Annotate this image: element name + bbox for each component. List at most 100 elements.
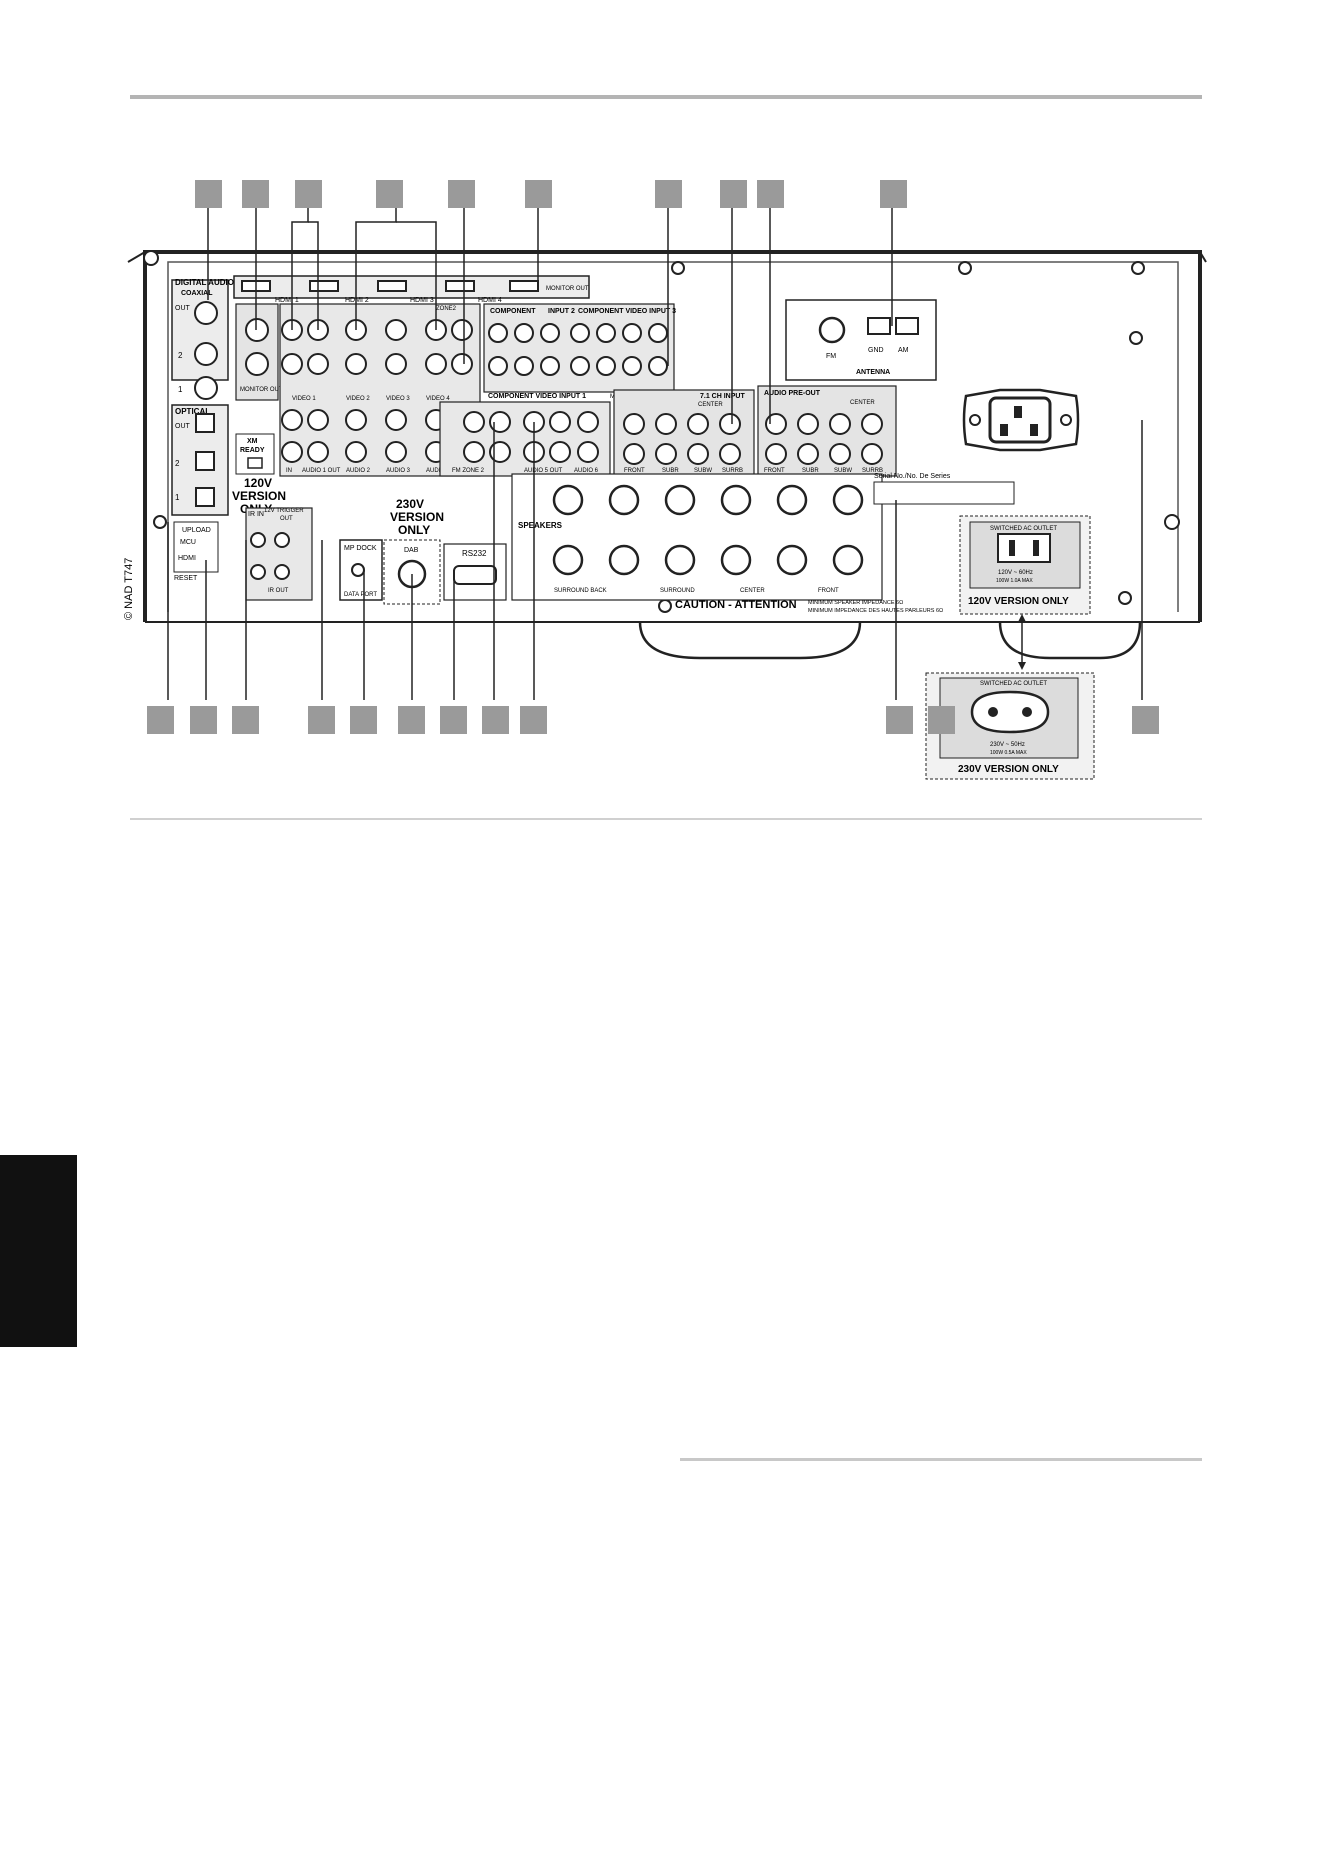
- callout-markers-bottom: [147, 706, 1159, 734]
- optical-label: OPTICAL: [175, 407, 210, 416]
- rating-120-max-label: 100W 1.0A MAX: [996, 578, 1033, 584]
- ch71-subr-label: SUBR: [662, 468, 679, 474]
- dab-label: DAB: [404, 547, 419, 554]
- chassis-screws: [143, 250, 1180, 613]
- reset-label: RESET: [174, 575, 198, 582]
- hdmi-2-label: HDMI 2: [345, 297, 369, 304]
- optical-jacks: [195, 413, 215, 507]
- coax-1-label: 1: [178, 385, 183, 394]
- preout-subw-label: SUBW: [834, 468, 852, 474]
- serial-label: Serial No./No. De Series: [874, 473, 951, 480]
- mp-dock-label: MP DOCK: [344, 545, 377, 552]
- monitor-out-label-left: MONITOR OUT: [240, 387, 283, 393]
- audio-2-label: AUDIO 2: [346, 468, 371, 474]
- rating-120-label: 120V ~ 60Hz: [998, 570, 1033, 576]
- version-120-side-2: VERSION: [232, 489, 286, 503]
- audio-5-out-label: AUDIO 5 OUT: [524, 468, 563, 474]
- left-foot: [638, 621, 862, 660]
- ch71-jacks: [623, 413, 741, 465]
- speakers-label: SPEAKERS: [518, 521, 563, 530]
- audio-preout-label: AUDIO PRE-OUT: [764, 390, 821, 397]
- zone2-label: ZONE2: [436, 306, 457, 312]
- fm-label: FM: [826, 353, 836, 360]
- xm-label: XM: [247, 438, 258, 445]
- column-rule: [680, 1458, 1202, 1461]
- coax-2-label: 2: [178, 351, 183, 360]
- coaxial-jacks: [194, 301, 218, 400]
- switched-outlet-230-label: SWITCHED AC OUTLET: [980, 681, 1047, 687]
- video-3-label: VIDEO 3: [386, 396, 410, 402]
- version-230-label-3: ONLY: [398, 523, 430, 537]
- speaker-front-label: FRONT: [818, 588, 839, 594]
- am-label: AM: [898, 347, 909, 354]
- fm-zone-2-label: FM ZONE 2: [452, 468, 485, 474]
- audio-1-out-label: AUDIO 1 OUT: [302, 468, 341, 474]
- hdmi-1-label: HDMI 1: [275, 297, 299, 304]
- monitor-out-jacks: [245, 318, 269, 376]
- ch71-subw-label: SUBW: [694, 468, 712, 474]
- version-120-side-1: 120V: [244, 476, 272, 490]
- coaxial-label: COAXIAL: [181, 290, 213, 297]
- rs232-label: RS232: [462, 549, 487, 558]
- rear-panel-diagram: DIGITAL AUDIO COAXIAL OUT 2 1 OPTICAL OU…: [123, 180, 1207, 780]
- upload-label: UPLOAD: [182, 527, 211, 534]
- video-1-label: VIDEO 1: [292, 396, 316, 402]
- ch71-center-label: CENTER: [698, 402, 723, 408]
- input-2-label: INPUT 2: [548, 308, 575, 315]
- component-label: COMPONENT: [490, 308, 536, 315]
- section-tab: [0, 1155, 77, 1347]
- video-2-label: VIDEO 2: [346, 396, 370, 402]
- ir-trigger-jacks: [250, 532, 290, 580]
- ir-in-label: IR IN: [248, 511, 264, 518]
- right-foot: [998, 621, 1142, 660]
- preout-jacks: [765, 413, 883, 465]
- ch71-input-label: 7.1 CH INPUT: [700, 393, 745, 400]
- component-jacks: [488, 323, 668, 376]
- ir-out-label: IR OUT: [268, 588, 289, 594]
- preout-subr-label: SUBR: [802, 468, 819, 474]
- optical-2-label: 2: [175, 459, 180, 468]
- trigger-label: 12V TRIGGER: [264, 508, 304, 514]
- mcu-label: MCU: [180, 539, 196, 546]
- version-230-label-1: 230V: [396, 497, 424, 511]
- chassis-inner-outline: [167, 261, 1179, 612]
- coax-out-label: OUT: [175, 305, 191, 312]
- version-120-only-label: 120V VERSION ONLY: [968, 596, 1069, 607]
- video-4-label: VIDEO 4: [426, 396, 450, 402]
- min-impedance-en: MINIMUM SPEAKER IMPEDANCE 6Ω: [808, 600, 903, 606]
- audio-in-label: IN: [286, 468, 292, 474]
- ch71-surrb-label: SURRB: [722, 468, 743, 474]
- ch71-front-label: FRONT: [624, 468, 645, 474]
- divider-rule: [130, 818, 1202, 820]
- version-230-label-2: VERSION: [390, 510, 444, 524]
- xm-ready-label: READY: [240, 447, 265, 454]
- optical-out-label: OUT: [175, 423, 191, 430]
- surround-label: SURROUND: [660, 588, 695, 594]
- gnd-label: GND: [868, 347, 884, 354]
- component-video-input-1-label: COMPONENT VIDEO INPUT 1: [488, 393, 586, 400]
- preout-surrb-label: SURRB: [862, 468, 883, 474]
- callout-markers-top: [195, 180, 907, 208]
- surround-back-label: SURROUND BACK: [554, 588, 607, 594]
- antenna-label: ANTENNA: [856, 369, 890, 376]
- caution-label: CAUTION - ATTENTION: [675, 599, 797, 611]
- hdmi-monitor-out-label: MONITOR OUT: [546, 286, 589, 292]
- audio-4-label: AUDIO 4: [426, 468, 451, 474]
- audio-6-label: AUDIO 6: [574, 468, 599, 474]
- audio-3-label: AUDIO 3: [386, 468, 411, 474]
- rating-230-max-label: 100W 0.5A MAX: [990, 750, 1027, 756]
- digital-audio-label: DIGITAL AUDIO: [175, 278, 234, 287]
- speaker-terminals: [552, 484, 864, 576]
- min-impedance-fr: MINIMUM IMPEDANCE DES HAUTES PARLEURS 6Ω: [808, 608, 943, 614]
- copyright-label: © NAD T747: [123, 558, 135, 620]
- component-video-input-3-label: COMPONENT VIDEO INPUT 3: [578, 308, 676, 315]
- trigger-out-label: OUT: [280, 516, 293, 522]
- rating-230-label: 230V ~ 50Hz: [990, 742, 1025, 748]
- optical-1-label: 1: [175, 493, 180, 502]
- version-230-only-label: 230V VERSION ONLY: [958, 764, 1059, 775]
- leader-lines: [167, 208, 1143, 700]
- chassis-outline: [143, 250, 1202, 622]
- hdmi-3-label: HDMI 3: [410, 297, 434, 304]
- switched-outlet-120-label: SWITCHED AC OUTLET: [990, 526, 1057, 532]
- preout-front-label: FRONT: [764, 468, 785, 474]
